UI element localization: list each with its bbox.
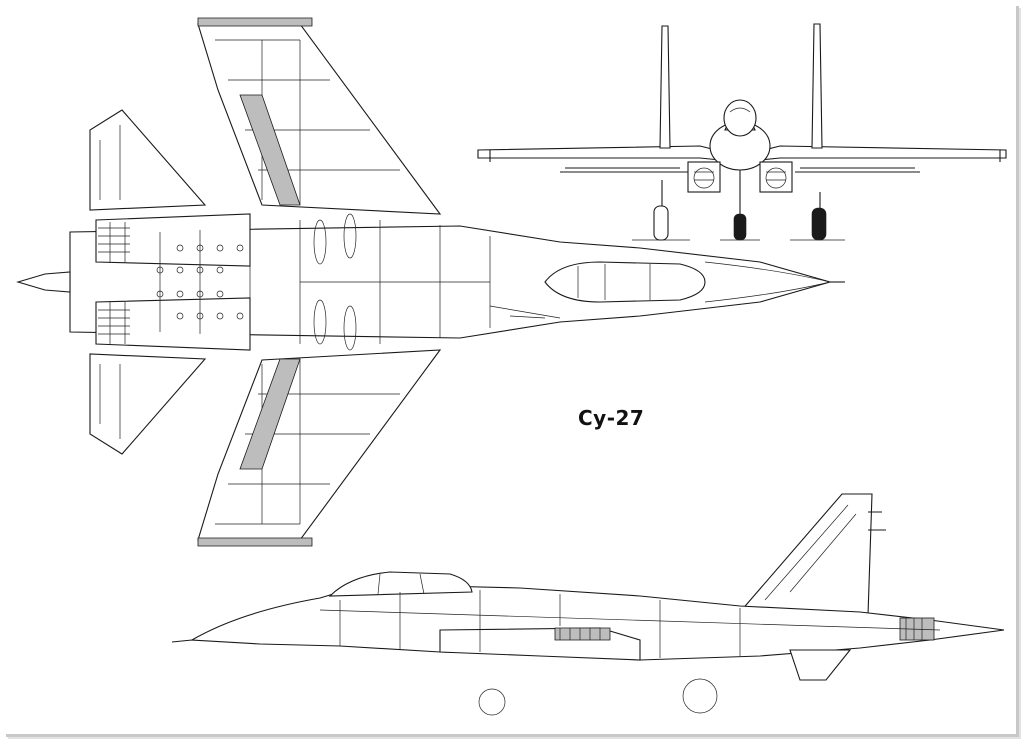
front-view-left-intake — [687, 161, 721, 193]
top-view-engine-upper — [95, 213, 251, 267]
side-view-nose-wheel — [478, 688, 506, 716]
panel-fasteners — [156, 244, 244, 320]
top-view-upper-tailplane — [89, 109, 207, 211]
aircraft-designation-title: Су-27 — [578, 406, 645, 430]
front-view — [477, 23, 1007, 241]
top-view-lower-tailplane — [89, 353, 207, 455]
side-view-fin — [738, 493, 873, 616]
side-view — [171, 493, 1005, 716]
front-view-right-intake — [759, 161, 793, 193]
top-view-upper-wing — [197, 23, 442, 215]
front-view-left-fin — [659, 25, 671, 149]
side-view-canopy — [328, 571, 473, 597]
top-view — [16, 17, 845, 547]
top-view-engine-lower — [95, 297, 251, 351]
top-view-lower-wing — [197, 349, 442, 541]
side-view-main-wheel — [682, 678, 718, 714]
front-view-right-fin — [811, 23, 823, 149]
top-view-canopy — [544, 261, 706, 303]
